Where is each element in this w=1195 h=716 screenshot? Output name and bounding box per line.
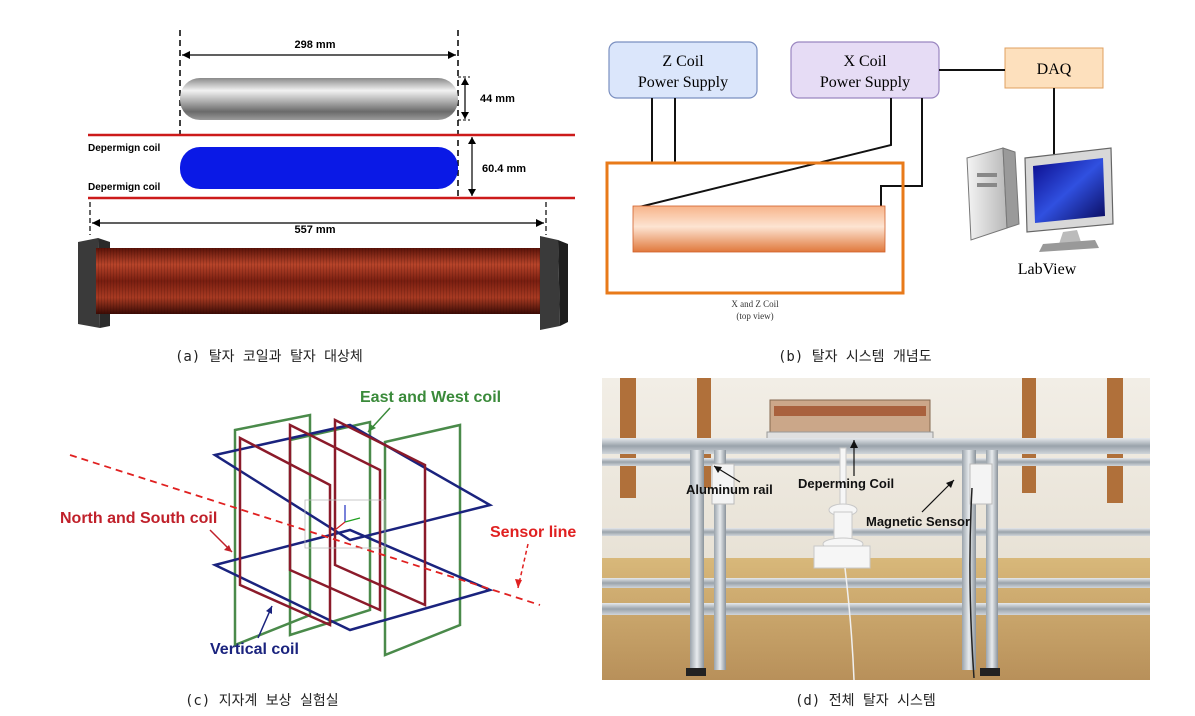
z-supply-label-2: Power Supply [638,74,728,91]
panel-c-figure: East and West coil North and South coil … [60,389,576,658]
dim-rod-diameter-label: 44 mm [480,93,515,105]
panel-b: Z Coil Power Supply X Coil Power Supply … [595,28,1165,338]
coil-rod [632,205,886,253]
daq-label: DAQ [1037,61,1072,78]
label-east-west-coil: East and West coil [360,389,501,406]
labview-label: LabView [1018,261,1077,278]
panel-b-figure: Z Coil Power Supply X Coil Power Supply … [605,41,1114,321]
x-supply-label-2: Power Supply [820,74,910,91]
computer-icon [966,147,1114,252]
aluminum-rail-top [602,438,1150,454]
label-sensor-line: Sensor line [490,524,576,541]
dim-coil-gap-label: 60.4 mm [482,163,526,175]
caption-b: (b) 탈자 시스템 개념도 [778,349,932,365]
z-supply-label-1: Z Coil [662,53,704,70]
label-magnetic-sensor: Magnetic Sensor [866,514,970,529]
north-south-coils [238,417,427,627]
z-coil-power-supply [608,41,758,99]
label-vertical-coil: Vertical coil [210,641,299,658]
deperming-coil-cart [766,399,934,441]
coil-box-label-2: (top view) [736,311,773,321]
label-north-south-coil: North and South coil [60,510,217,527]
magnetic-sensor-stand [813,447,871,569]
coil-label-bottom: Depermign coil [88,182,160,193]
panel-d-photo: Aluminum rail Deperming Coil Magnetic Se… [602,378,1150,681]
caption-a: (a) 탈자 코일과 탈자 대상체 [175,349,363,365]
panel-a-figure: 298 mm 44 mm Depermign coil Depermign co… [78,30,575,330]
coil-label-top: Depermign coil [88,143,160,154]
x-supply-label-1: X Coil [843,53,887,70]
caption-d: (d) 전체 탈자 시스템 [795,693,936,709]
copper-coil-photo [78,236,568,330]
label-deperming-coil: Deperming Coil [798,476,894,491]
dim-rod-length-label: 298 mm [295,39,336,51]
panel-a: 298 mm 44 mm Depermign coil Depermign co… [70,20,590,340]
blue-target-rod [180,147,458,189]
panel-d: Aluminum rail Deperming Coil Magnetic Se… [602,378,1150,681]
caption-c: (c) 지자계 보상 실험실 [185,693,339,709]
frame-posts [686,450,1000,676]
center-axes [304,499,386,549]
coil-box-label-1: X and Z Coil [731,299,779,309]
xz-coil-box [605,161,905,295]
dim-coil-length-label: 557 mm [295,224,336,236]
steel-rod [180,78,458,120]
label-aluminum-rail: Aluminum rail [686,482,773,497]
panel-c: East and West coil North and South coil … [50,380,590,660]
